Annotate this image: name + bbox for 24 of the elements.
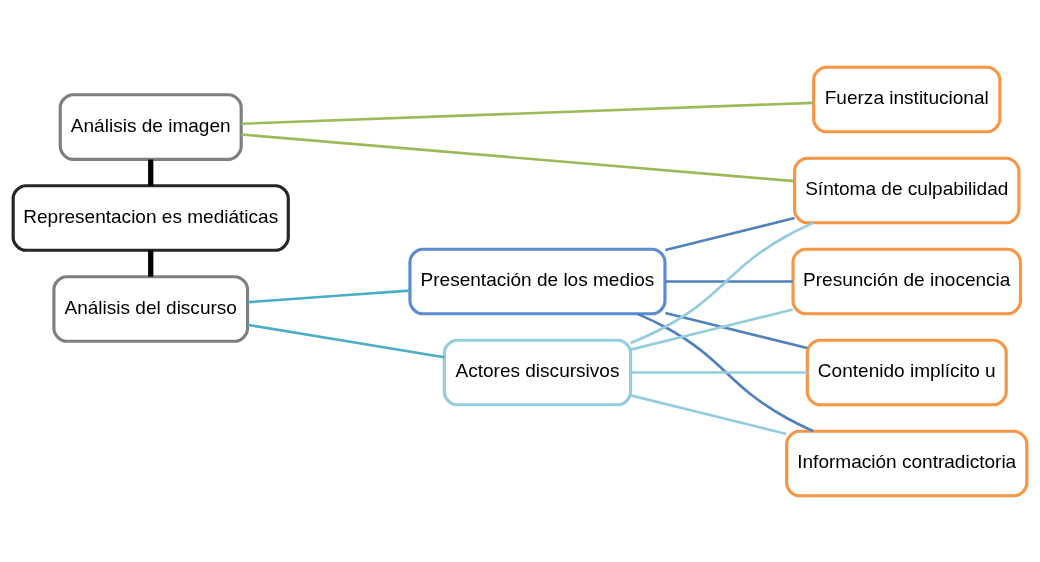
connector xyxy=(665,216,795,251)
connector xyxy=(636,312,814,432)
node-box: Presunción de inocencia xyxy=(791,247,1023,315)
node-box: Presentación de los medios xyxy=(408,247,667,315)
node-box: Información contradictoria xyxy=(785,429,1029,497)
connector xyxy=(247,288,410,303)
connector xyxy=(630,393,787,435)
node-box: Síntoma de culpabilidad xyxy=(793,156,1021,224)
node-box: Actores discursivos xyxy=(442,338,633,406)
node-box: Análisis de imagen xyxy=(58,92,243,161)
node-box: Representacion es mediáticas xyxy=(11,183,290,252)
connector xyxy=(148,250,154,277)
connector xyxy=(148,159,154,186)
connector xyxy=(630,370,808,374)
node-box: Contenido implícito u xyxy=(805,338,1008,406)
node-box: Fuerza institucional xyxy=(812,65,1002,133)
connector xyxy=(241,132,795,182)
connector xyxy=(665,311,808,349)
connector xyxy=(630,221,814,344)
node-box: Análisis del discurso xyxy=(52,274,250,343)
connector xyxy=(630,307,794,351)
connector xyxy=(665,279,793,283)
connector xyxy=(241,101,814,125)
connector xyxy=(247,323,445,359)
